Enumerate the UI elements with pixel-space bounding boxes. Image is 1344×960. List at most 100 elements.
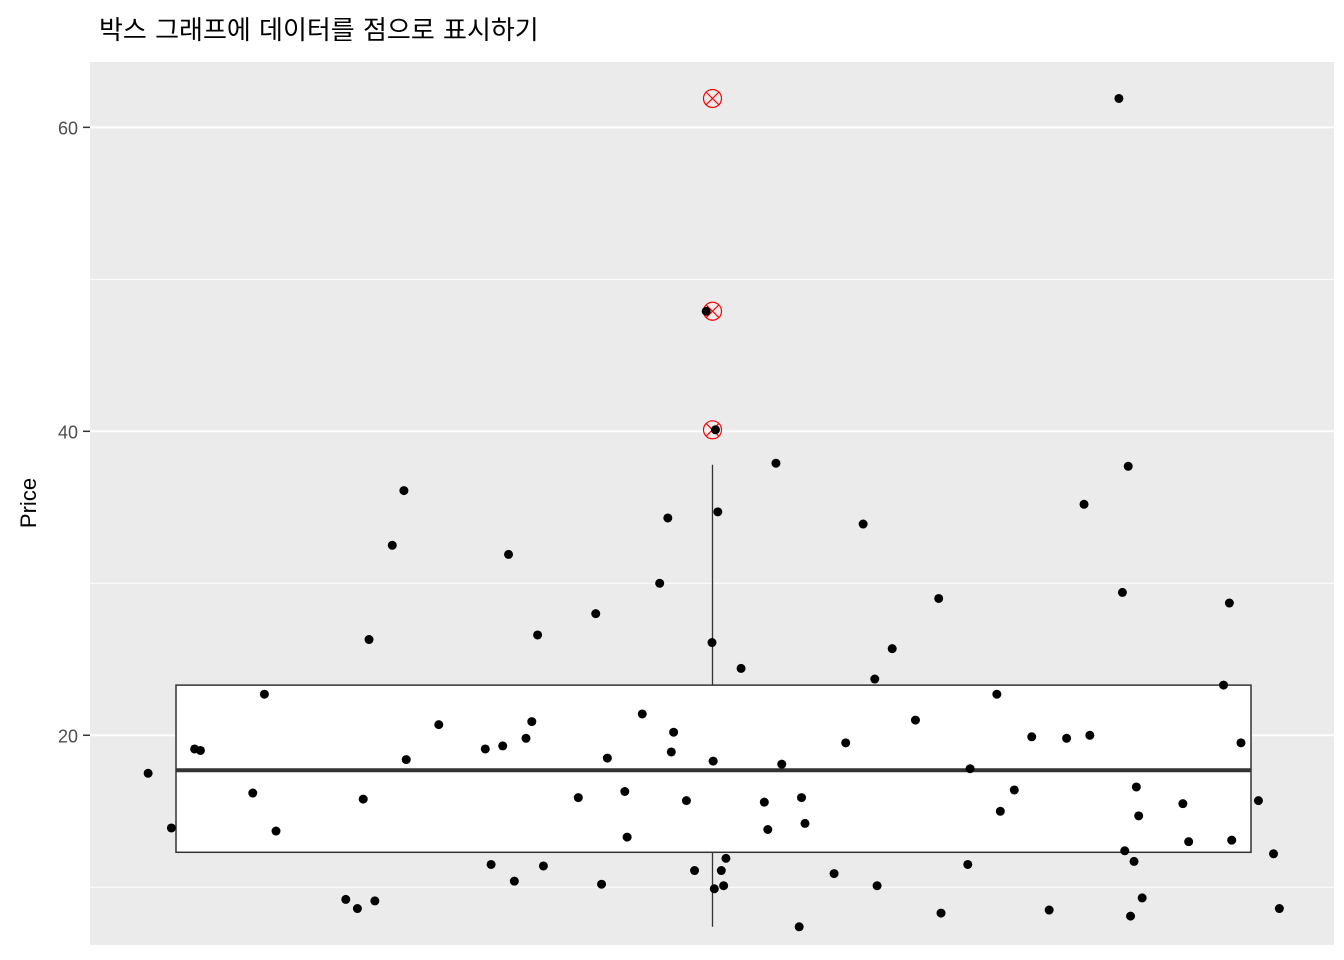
outlier-circle bbox=[702, 420, 723, 440]
data-point bbox=[1236, 738, 1246, 748]
data-point bbox=[637, 709, 647, 719]
data-point bbox=[690, 866, 700, 876]
data-point bbox=[538, 861, 548, 871]
data-point bbox=[763, 824, 773, 834]
data-point bbox=[1184, 837, 1194, 847]
outlier-circle bbox=[702, 88, 723, 109]
data-point bbox=[655, 578, 665, 588]
data-point bbox=[498, 741, 508, 751]
data-point bbox=[710, 425, 720, 435]
data-point bbox=[358, 794, 368, 804]
data-point bbox=[887, 644, 897, 654]
box-layer bbox=[175, 464, 1252, 927]
data-point bbox=[708, 756, 718, 766]
y-axis-title: Price bbox=[16, 478, 41, 528]
data-point bbox=[622, 832, 632, 842]
data-point bbox=[963, 859, 973, 869]
data-point bbox=[716, 866, 726, 876]
data-point bbox=[681, 796, 691, 806]
data-point bbox=[1027, 732, 1037, 742]
data-point bbox=[1120, 846, 1130, 856]
data-point bbox=[521, 733, 531, 743]
data-point bbox=[1274, 904, 1284, 914]
data-point bbox=[797, 793, 807, 803]
data-point bbox=[709, 884, 719, 894]
data-point bbox=[841, 738, 851, 748]
data-point bbox=[399, 486, 409, 496]
chart-title: 박스 그래프에 데이터를 점으로 표시하기 bbox=[99, 16, 539, 46]
y-tick-label: 60 bbox=[58, 118, 78, 138]
data-point bbox=[1079, 499, 1089, 509]
data-point bbox=[707, 638, 717, 648]
data-point bbox=[800, 818, 810, 828]
data-point bbox=[1224, 598, 1234, 608]
data-point bbox=[1219, 680, 1229, 690]
data-point bbox=[259, 689, 269, 699]
data-point bbox=[480, 744, 490, 754]
data-point bbox=[759, 797, 769, 807]
data-point bbox=[1009, 785, 1019, 795]
data-point bbox=[143, 768, 153, 778]
data-point bbox=[591, 609, 601, 619]
data-point bbox=[1129, 856, 1139, 866]
outlier-cross bbox=[705, 304, 720, 319]
y-tick-label: 40 bbox=[58, 422, 78, 442]
data-point bbox=[486, 859, 496, 869]
outlier-marker bbox=[702, 88, 723, 109]
data-point bbox=[352, 904, 362, 914]
data-point bbox=[872, 881, 882, 891]
data-point bbox=[370, 896, 380, 906]
data-point bbox=[713, 507, 723, 517]
data-point bbox=[666, 747, 676, 757]
data-point bbox=[910, 715, 920, 725]
data-point bbox=[597, 879, 607, 889]
data-point bbox=[995, 806, 1005, 816]
data-point bbox=[527, 717, 537, 727]
data-point bbox=[771, 458, 781, 468]
data-point bbox=[1137, 893, 1147, 903]
data-point bbox=[341, 894, 351, 904]
data-point bbox=[1253, 796, 1263, 806]
data-point bbox=[573, 793, 583, 803]
data-point bbox=[434, 720, 444, 730]
y-tick-label: 20 bbox=[58, 726, 78, 746]
data-point bbox=[1044, 905, 1054, 915]
data-point bbox=[401, 755, 411, 765]
data-point bbox=[663, 513, 673, 523]
data-point bbox=[736, 663, 746, 673]
data-point bbox=[936, 908, 946, 918]
data-point bbox=[1123, 461, 1133, 471]
data-point bbox=[1126, 911, 1136, 921]
data-point bbox=[271, 826, 281, 836]
data-point bbox=[721, 853, 731, 863]
data-point bbox=[504, 549, 514, 559]
jittered-points bbox=[143, 93, 1284, 932]
data-point bbox=[1062, 733, 1072, 743]
data-point bbox=[965, 764, 975, 774]
data-point bbox=[934, 593, 944, 603]
data-point bbox=[1085, 730, 1095, 740]
data-point bbox=[719, 881, 729, 891]
data-point bbox=[602, 753, 612, 763]
data-point bbox=[794, 922, 804, 932]
data-point bbox=[1269, 849, 1279, 859]
data-point bbox=[1117, 587, 1127, 597]
data-point bbox=[870, 674, 880, 684]
data-point bbox=[858, 519, 868, 529]
data-point bbox=[1227, 835, 1237, 845]
data-point bbox=[364, 635, 374, 645]
data-point bbox=[166, 823, 176, 833]
outlier-cross bbox=[705, 91, 720, 106]
data-point bbox=[1178, 799, 1188, 809]
data-point bbox=[1134, 811, 1144, 821]
data-point bbox=[669, 727, 679, 737]
data-point bbox=[1131, 782, 1141, 792]
data-point bbox=[509, 876, 519, 886]
data-point bbox=[248, 788, 258, 798]
data-point bbox=[533, 630, 543, 640]
data-point bbox=[829, 869, 839, 879]
data-point bbox=[701, 306, 711, 316]
y-axis: 20 40 60 bbox=[58, 118, 90, 746]
data-point bbox=[777, 759, 787, 769]
